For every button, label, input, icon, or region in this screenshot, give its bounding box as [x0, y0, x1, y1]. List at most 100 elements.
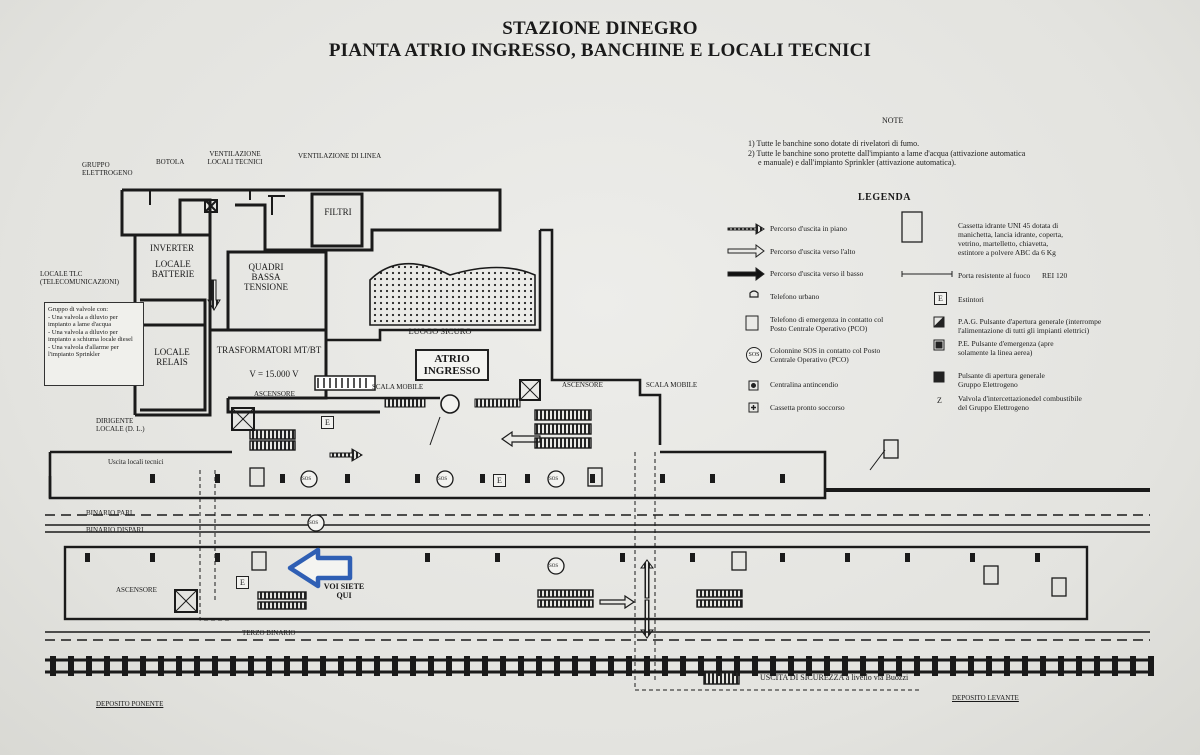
legend-phone: Telefono urbano	[770, 292, 820, 301]
label-voltage: V = 15.000 V	[249, 369, 299, 379]
rail-sleeper	[770, 656, 776, 676]
label-ascensore-3: ASCENSORE	[116, 586, 157, 594]
label-locale-tlc: LOCALE TLC (TELECOMUNICAZIONI)	[40, 270, 119, 286]
rail-sleeper	[1130, 656, 1136, 676]
extinguisher-marker-icon: E	[493, 474, 506, 487]
label-ascensore-1: ASCENSORE	[254, 390, 295, 398]
valve-2: - Una valvola a diluvio per impianto a s…	[48, 328, 133, 344]
label-locale-relais: LOCALE RELAIS	[154, 347, 190, 367]
escalator-left	[249, 429, 296, 451]
rail-sleeper	[1040, 656, 1046, 676]
sos-icon	[547, 470, 565, 488]
botola-vent-icon	[204, 199, 218, 213]
rail-sleeper	[680, 656, 686, 676]
sos-icon	[307, 514, 325, 532]
rail-sleeper	[860, 656, 866, 676]
label-gruppo-elettrogeno: GRUPPO ELETTROGENO	[82, 161, 133, 177]
rail-sleeper	[986, 656, 992, 676]
label-quadri: QUADRI BASSA TENSIONE	[244, 262, 288, 292]
label-dirigente: DIRIGENTE LOCALE (D. L.)	[96, 417, 145, 433]
pillar	[345, 474, 350, 483]
rail-sleeper	[590, 656, 596, 676]
rail-sleeper	[1148, 656, 1154, 676]
rail-sleeper	[302, 656, 308, 676]
you-are-here-arrow-icon	[287, 547, 353, 589]
rail-sleeper	[698, 656, 704, 676]
rail-sleeper	[428, 656, 434, 676]
exit-arrows	[207, 279, 654, 639]
pillar	[970, 553, 975, 562]
legend-hydrant-b: manichetta, lancia idrante, coperta,	[958, 230, 1063, 239]
sos-icon	[300, 470, 318, 488]
legend-pag-b: l'alimentazione di tutti gli impianti el…	[958, 326, 1090, 335]
valve-head: Gruppo di valvole con:	[48, 306, 109, 313]
note-2b: e manuale) e dall'impianto Sprinkler (at…	[758, 158, 957, 167]
hydrant-boxes	[249, 439, 1067, 597]
legend-hydrant-d: estintore a polvere ABC da 6 Kg	[958, 248, 1056, 257]
sos-label: SOS	[549, 564, 559, 569]
legend-gen-btn-a: Pulsante di apertura generale	[958, 371, 1045, 380]
rail-sleeper	[266, 656, 272, 676]
pillars-lower	[85, 553, 1040, 562]
escalator-lower	[257, 589, 743, 685]
pillar	[85, 553, 90, 562]
rail-sleeper	[410, 656, 416, 676]
lower-platform	[63, 545, 1089, 621]
legend-exit-level: Percorso d'uscita in piano	[770, 224, 847, 233]
exit-route-dashed	[199, 452, 920, 691]
pillar	[710, 474, 715, 483]
rail-sleeper	[950, 656, 956, 676]
sos-icon	[547, 557, 565, 575]
label-uscita-locali: Uscita locali tecnici	[108, 458, 164, 466]
rail-sleeper	[1004, 656, 1010, 676]
rail-sleeper	[230, 656, 236, 676]
rail-sleeper	[446, 656, 452, 676]
station-title: STAZIONE DINEGRO	[502, 18, 698, 39]
rail-sleeper	[482, 656, 488, 676]
pillar	[660, 474, 665, 483]
rail-sleeper	[86, 656, 92, 676]
sos-label: SOS	[549, 477, 559, 482]
you-are-here-label: VOI SIETE QUI	[323, 582, 365, 600]
label-atrio-ingresso: ATRIO INGRESSO	[415, 349, 489, 381]
rail-sleeper	[536, 656, 542, 676]
label-uscita-sicurezza: USCITA DI SICUREZZA a livello via Buozzi	[760, 673, 909, 682]
pillar	[280, 474, 285, 483]
rail-sleeper	[824, 656, 830, 676]
valve-3: - Una valvola d'allarme per l'impianto S…	[48, 343, 119, 359]
rail-sleeper	[158, 656, 164, 676]
rail-sleeper	[1022, 656, 1028, 676]
rail-sleeper	[176, 656, 182, 676]
sos-icon	[436, 470, 454, 488]
track-lines	[45, 514, 1150, 641]
legend-valve-a: Valvola d'intercettazionedel combustibil…	[958, 394, 1082, 403]
rail-sleeper	[842, 656, 848, 676]
rail-sleeper	[140, 656, 146, 676]
legend-hydrant-c: vetrino, martelletto, chiavetta,	[958, 239, 1049, 248]
note-1: 1) Tutte le banchine sono dotate di rive…	[748, 139, 920, 148]
label-inverter: INVERTER	[150, 243, 194, 253]
rail-sleeper	[104, 656, 110, 676]
legend-exit-down: Percorso d'uscita verso il basso	[770, 269, 864, 278]
first-aid-icon	[748, 402, 759, 413]
rail-track	[45, 658, 1150, 674]
rail-sleeper	[518, 656, 524, 676]
valve-group-box: Gruppo di valvole con: - Una valvola a d…	[44, 302, 144, 386]
pillar	[525, 474, 530, 483]
exit-up-arrow-icon	[727, 244, 765, 258]
label-terzo-binario: TERZO BINARIO	[242, 629, 296, 637]
pillar	[780, 474, 785, 483]
notes-heading: NOTE	[882, 116, 904, 125]
inner-walls	[149, 190, 285, 215]
legend-sos-a: Colonnine SOS in contatto col Posto	[770, 346, 881, 355]
note-2a: 2) Tutte le banchine sono protette dall'…	[748, 149, 1026, 158]
rail-sleeper	[554, 656, 560, 676]
upper-platform	[48, 450, 827, 500]
fire-panel-icon	[748, 380, 759, 391]
exit-up-arrow-platform	[500, 430, 541, 448]
phone-icon	[749, 290, 759, 298]
elevator-atrium-icon	[519, 379, 541, 401]
pillar	[620, 553, 625, 562]
legend-symbols	[727, 211, 953, 413]
pillar	[415, 474, 420, 483]
